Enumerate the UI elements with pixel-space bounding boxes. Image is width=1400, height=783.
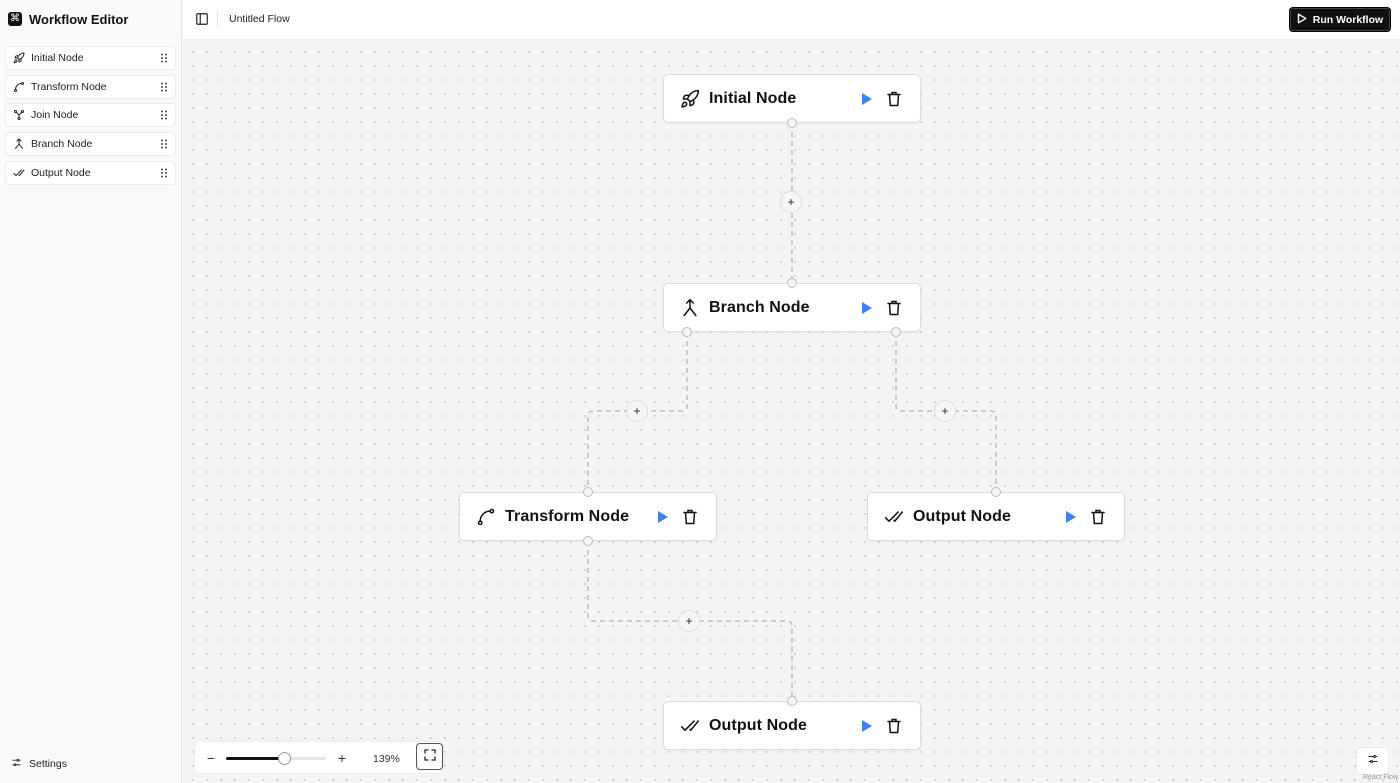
spline-icon xyxy=(476,507,496,527)
source-handle-left[interactable] xyxy=(682,327,692,337)
sidebar: ⌘ Workflow Editor Initial Node Transform… xyxy=(0,0,182,783)
node-title: Initial Node xyxy=(709,89,797,107)
zoom-out-button[interactable]: − xyxy=(206,750,216,766)
node-palette: Initial Node Transform Node Join Node xyxy=(5,46,176,189)
drag-handle-icon[interactable] xyxy=(160,139,168,149)
run-node-play-icon[interactable] xyxy=(859,91,875,107)
edge-transform-to-output xyxy=(587,541,793,700)
target-handle[interactable] xyxy=(787,696,797,706)
add-node-between-branch-transform-button[interactable]: + xyxy=(626,400,648,422)
palette-item-label: Join Node xyxy=(31,109,79,122)
topbar: Untitled Flow Run Workflow xyxy=(183,0,1400,40)
target-handle[interactable] xyxy=(991,487,1001,497)
flow-canvas[interactable]: + + + + Initial Node Branch Node xyxy=(183,40,1400,783)
source-handle-right[interactable] xyxy=(891,327,901,337)
spline-icon xyxy=(13,81,25,93)
check-check-icon xyxy=(884,507,904,527)
zoom-slider-thumb[interactable] xyxy=(278,752,291,765)
zoom-level: 139% xyxy=(373,753,400,765)
fullscreen-icon xyxy=(423,748,436,766)
trash-icon[interactable] xyxy=(886,300,902,316)
palette-item-label: Output Node xyxy=(31,166,91,179)
run-node-play-icon[interactable] xyxy=(655,509,671,525)
palette-item-label: Initial Node xyxy=(31,52,84,64)
trash-icon[interactable] xyxy=(1090,509,1106,525)
flow-node-output-bottom[interactable]: Output Node xyxy=(663,696,921,750)
source-handle[interactable] xyxy=(583,536,593,546)
plus-icon: + xyxy=(787,195,795,209)
node-title: Transform Node xyxy=(505,507,630,525)
merge-icon xyxy=(13,109,25,121)
drag-handle-icon[interactable] xyxy=(160,110,168,120)
palette-item-branch-node[interactable]: Branch Node xyxy=(5,132,176,157)
run-node-play-icon[interactable] xyxy=(859,300,875,316)
node-title: Output Node xyxy=(913,507,1011,525)
target-handle[interactable] xyxy=(787,278,797,288)
settings-button[interactable]: Settings xyxy=(11,757,67,771)
node-title: Output Node xyxy=(709,716,807,734)
settings-label: Settings xyxy=(29,758,67,770)
palette-item-label: Transform Node xyxy=(31,80,107,93)
source-handle[interactable] xyxy=(787,118,797,128)
split-icon xyxy=(680,298,700,318)
split-icon xyxy=(13,138,25,150)
run-node-play-icon[interactable] xyxy=(859,718,875,734)
edges-layer xyxy=(587,123,997,700)
rocket-icon xyxy=(13,52,25,64)
sliders-icon xyxy=(11,757,22,771)
flow-node-branch[interactable]: Branch Node xyxy=(663,278,921,337)
canvas-settings-button[interactable] xyxy=(1356,747,1389,775)
trash-icon[interactable] xyxy=(886,91,902,107)
target-handle[interactable] xyxy=(583,487,593,497)
zoom-controls: − + 139% xyxy=(194,741,444,774)
run-workflow-button[interactable]: Run Workflow xyxy=(1289,7,1391,32)
flow-node-initial[interactable]: Initial Node xyxy=(663,74,921,128)
plus-icon: + xyxy=(633,404,641,418)
run-workflow-label: Run Workflow xyxy=(1312,13,1384,26)
palette-item-initial-node[interactable]: Initial Node xyxy=(5,46,176,70)
react-flow-attribution[interactable]: React Flow xyxy=(1362,774,1398,781)
app-title: Workflow Editor xyxy=(29,11,129,27)
add-node-between-initial-branch-button[interactable]: + xyxy=(780,191,802,213)
palette-item-join-node[interactable]: Join Node xyxy=(5,103,176,128)
check-check-icon xyxy=(680,716,700,736)
trash-icon[interactable] xyxy=(682,509,698,525)
palette-item-output-node[interactable]: Output Node xyxy=(5,160,176,185)
zoom-slider-fill xyxy=(226,757,284,760)
plus-icon: + xyxy=(685,614,693,628)
flow-title[interactable]: Untitled Flow xyxy=(229,13,290,25)
check-check-icon xyxy=(13,167,25,179)
panel-left-icon[interactable] xyxy=(195,12,209,26)
brand: ⌘ Workflow Editor xyxy=(8,11,128,27)
fit-view-button[interactable] xyxy=(416,743,443,770)
drag-handle-icon[interactable] xyxy=(160,53,168,63)
flow-node-output-right[interactable]: Output Node xyxy=(867,487,1125,541)
topbar-divider xyxy=(217,11,218,27)
sliders-icon xyxy=(1367,752,1379,770)
rocket-icon xyxy=(680,89,700,109)
trash-icon[interactable] xyxy=(886,718,902,734)
flow-node-transform[interactable]: Transform Node xyxy=(459,487,717,546)
node-title: Branch Node xyxy=(709,298,810,316)
add-node-between-branch-output-button[interactable]: + xyxy=(934,400,956,422)
palette-item-transform-node[interactable]: Transform Node xyxy=(5,74,176,99)
play-icon xyxy=(1297,13,1307,27)
zoom-slider[interactable] xyxy=(226,752,326,765)
drag-handle-icon[interactable] xyxy=(160,168,168,178)
run-node-play-icon[interactable] xyxy=(1063,509,1079,525)
plus-icon: + xyxy=(941,404,949,418)
add-node-between-transform-output-button[interactable]: + xyxy=(678,610,700,632)
drag-handle-icon[interactable] xyxy=(160,82,168,92)
command-icon: ⌘ xyxy=(8,12,22,26)
palette-item-label: Branch Node xyxy=(31,138,93,151)
zoom-in-button[interactable]: + xyxy=(337,750,347,766)
